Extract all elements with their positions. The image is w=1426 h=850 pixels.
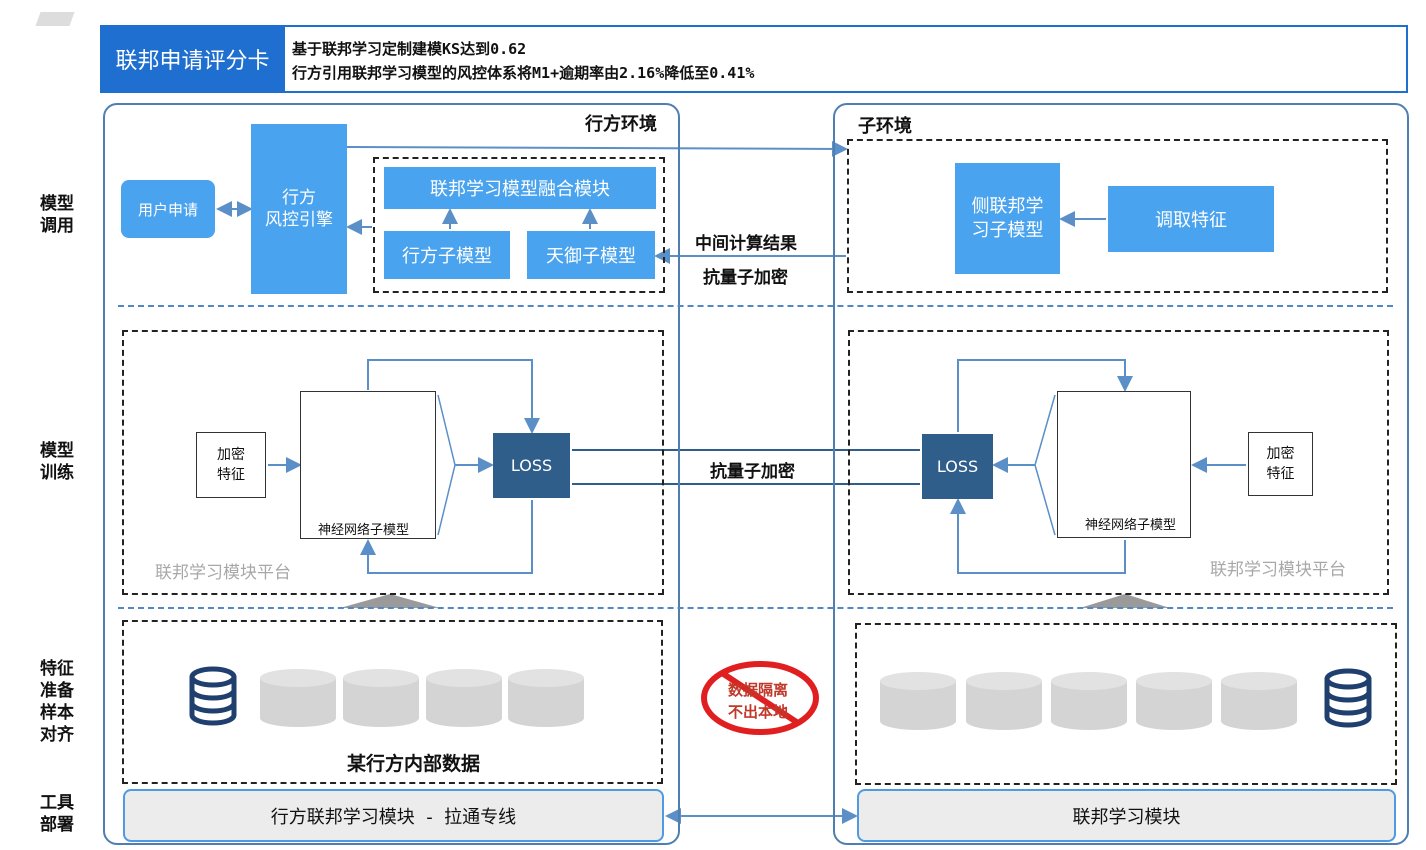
tianyu-submodel-block: 天御子模型: [527, 231, 655, 279]
sub-data-dashed-box: [855, 623, 1397, 785]
bank-train-dashed-box: [122, 330, 664, 595]
bank-database-icon: [189, 666, 237, 726]
separator-top: [118, 305, 1393, 307]
bank-env-frame: [103, 103, 680, 845]
row-label-feature-prep: 特征 准备 样本 对齐: [40, 659, 74, 745]
bank-submodel-block: 行方子模型: [384, 231, 510, 279]
sub-nn-label: 神经网络子模型: [1085, 518, 1177, 533]
isolation-text-1: 数据隔离: [728, 681, 789, 699]
sub-platform-label: 联邦学习模块平台: [1210, 560, 1346, 580]
side-submodel-block: 侧联邦学 习子模型: [955, 163, 1060, 274]
header-line-1: 基于联邦学习定制建模KS达到0.62: [292, 40, 527, 58]
user-apply-block: 用户申请: [121, 180, 215, 238]
row-label-model-train: 模型 训练: [40, 441, 74, 483]
row-label-model-call: 模型 调用: [40, 194, 74, 236]
sub-encrypted-feature-box: 加密 特征: [1248, 432, 1313, 496]
sub-tool-bar: 联邦学习模块: [857, 789, 1396, 842]
corner-mark: [35, 12, 75, 26]
sub-database-icon: [1324, 668, 1372, 728]
sub-call-dashed-box: [847, 139, 1388, 293]
sub-data-cylinders: [880, 672, 1297, 730]
bank-data-cylinders: [260, 669, 584, 727]
sub-nn-box: [1057, 391, 1191, 538]
quantum-encryption-label-top: 抗量子加密: [703, 268, 788, 288]
bank-nn-label: 神经网络子模型: [318, 523, 410, 538]
fusion-module-block: 联邦学习模型融合模块: [384, 167, 656, 209]
bank-loss-block: LOSS: [493, 433, 570, 498]
bank-encrypted-feature-box: 加密 特征: [196, 432, 266, 498]
forbidden-icon: [701, 661, 819, 735]
risk-engine-block: 行方 风控引擎: [251, 124, 347, 294]
row-label-tool-deploy: 工具 部署: [40, 793, 74, 835]
header-line-2: 行方引用联邦学习模型的风控体系将M1+逾期率由2.16%降低至0.41%: [292, 64, 755, 82]
header-label: 联邦申请评分卡: [100, 25, 285, 93]
bank-tool-bar: 行方联邦学习模块 - 拉通专线: [123, 789, 664, 842]
fetch-feature-block: 调取特征: [1108, 186, 1274, 252]
separator-bottom: [118, 607, 1393, 609]
bank-platform-label: 联邦学习模块平台: [155, 563, 291, 583]
sub-env-title: 子环境: [858, 116, 912, 137]
fusion-dashed-box: [373, 157, 665, 293]
quantum-encryption-label-mid: 抗量子加密: [710, 462, 795, 482]
intermediate-result-label: 中间计算结果: [695, 234, 797, 254]
bank-env-title: 行方环境: [585, 114, 657, 135]
sub-loss-block: LOSS: [922, 434, 993, 499]
bank-data-dashed-box: [122, 620, 663, 784]
sub-env-frame: [833, 103, 1409, 845]
bank-nn-box: [300, 391, 436, 539]
isolation-text-2: 不出本地: [728, 703, 789, 721]
sub-train-dashed-box: [848, 330, 1389, 595]
bank-internal-data-label: 某行方内部数据: [347, 753, 481, 775]
engine-to-sub-arrow: [346, 140, 848, 157]
